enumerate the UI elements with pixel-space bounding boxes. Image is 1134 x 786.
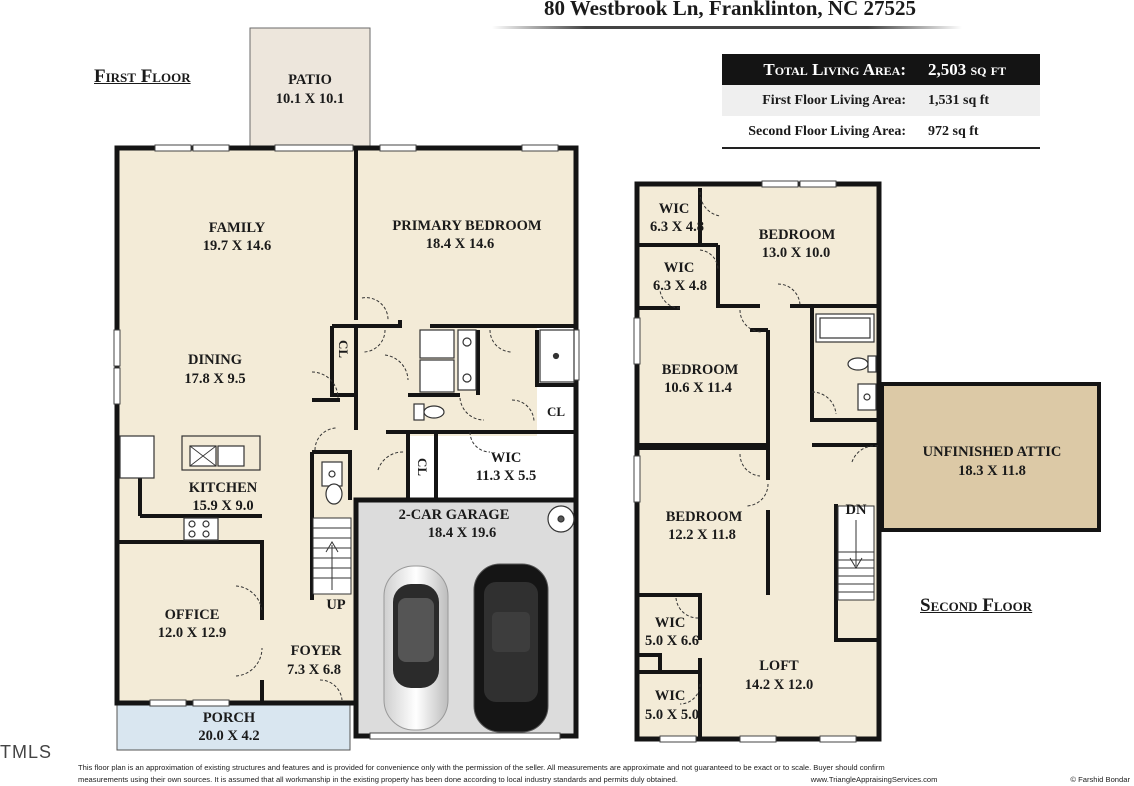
attic-area (880, 382, 1101, 532)
living-area-summary: Total Living Area: 2,503 sq ft First Flo… (722, 54, 1040, 149)
upstairs-wic-4-dims: 5.0 X 5.0 (645, 707, 699, 723)
second-floor-fill (637, 184, 879, 739)
address-underline (492, 26, 962, 29)
closet-label-a: CL (336, 340, 351, 358)
kitchen-dims: 15.9 X 9.0 (192, 498, 253, 514)
loft-dims: 14.2 X 12.0 (745, 677, 813, 693)
stairs-down-label: DN (846, 502, 867, 518)
appraiser-website-link[interactable]: www.TriangleAppraisingServices.com (810, 775, 938, 784)
total-area-row: Total Living Area: 2,503 sq ft (722, 54, 1040, 85)
second-floor-title: Second Floor (920, 595, 1033, 616)
office-name: OFFICE (165, 607, 220, 623)
wic-dims: 11.3 X 5.5 (476, 468, 536, 484)
bedroom-3-name: BEDROOM (666, 509, 743, 525)
wic-name: WIC (491, 450, 522, 466)
first-floor-area-row: First Floor Living Area: 1,531 sq ft (722, 85, 1040, 116)
patio-area (249, 27, 371, 149)
disclaimer-footer: This floor plan is an approximation of e… (78, 762, 1134, 786)
property-address: 80 Westbrook Ln, Franklinton, NC 27525 (543, 0, 917, 20)
patio-dims: 10.1 X 10.1 (276, 91, 344, 107)
closet-label-b: CL (547, 404, 565, 419)
disclaimer-line-1: This floor plan is an approximation of e… (78, 763, 885, 772)
attic-name: UNFINISHED ATTIC (923, 444, 1062, 460)
disclaimer-line-2: measurements using their own sources. It… (78, 775, 678, 784)
bedroom-2-dims: 10.6 X 11.4 (664, 380, 732, 396)
primary-bedroom-dims: 18.4 X 14.6 (426, 236, 494, 252)
total-area-value: 2,503 sq ft (928, 59, 1007, 79)
upstairs-wic-3-dims: 5.0 X 6.6 (645, 633, 699, 649)
kitchen-name: KITCHEN (189, 480, 258, 496)
loft-name: LOFT (759, 658, 799, 674)
first-floor-area-label: First Floor Living Area: (762, 92, 906, 108)
upstairs-wic-1-name: WIC (659, 201, 690, 217)
bedroom-2-name: BEDROOM (662, 362, 739, 378)
upstairs-wic-1-dims: 6.3 X 4.8 (650, 219, 704, 235)
copyright-notice: © Farshid Bondar (1070, 775, 1130, 784)
primary-bedroom-name: PRIMARY BEDROOM (392, 218, 541, 234)
attic-dims: 18.3 X 11.8 (958, 463, 1026, 479)
stairs-up-label: UP (326, 597, 345, 613)
porch-name: PORCH (203, 710, 256, 726)
upstairs-wic-4-name: WIC (655, 688, 686, 704)
total-area-label: Total Living Area: (763, 59, 906, 79)
family-name: FAMILY (209, 220, 266, 236)
closet-label-c: CL (415, 458, 430, 476)
upstairs-wic-3-name: WIC (655, 615, 686, 631)
foyer-dims: 7.3 X 6.8 (287, 662, 341, 678)
dining-dims: 17.8 X 9.5 (184, 371, 245, 387)
foyer-name: FOYER (291, 643, 342, 659)
patio-name: PATIO (288, 72, 332, 88)
dining-name: DINING (188, 352, 242, 368)
porch-dims: 20.0 X 4.2 (198, 728, 259, 744)
bedroom-3-dims: 12.2 X 11.8 (668, 527, 736, 543)
first-floor-living-fill (117, 148, 576, 703)
second-floor-area-label: Second Floor Living Area: (748, 123, 906, 139)
first-floor-title: First Floor (94, 66, 191, 87)
white-car-icon (383, 565, 449, 731)
upstairs-wic-2-dims: 6.3 X 4.8 (653, 278, 707, 294)
second-floor-area-row: Second Floor Living Area: 972 sq ft (722, 116, 1040, 149)
second-floor-plan (633, 180, 1101, 743)
watermark-logo: TMLS (0, 742, 53, 762)
first-floor-area-value: 1,531 sq ft (928, 92, 990, 108)
first-floor-plan (113, 27, 580, 751)
garage-name: 2-CAR GARAGE (399, 507, 510, 523)
second-floor-area-value: 972 sq ft (928, 123, 979, 139)
upstairs-wic-2-name: WIC (664, 260, 695, 276)
bedroom-1-dims: 13.0 X 10.0 (762, 245, 830, 261)
bedroom-1-name: BEDROOM (759, 227, 836, 243)
black-car-icon (473, 563, 549, 733)
garage-dims: 18.4 X 19.6 (428, 525, 496, 541)
family-dims: 19.7 X 14.6 (203, 238, 271, 254)
office-dims: 12.0 X 12.9 (158, 625, 226, 641)
